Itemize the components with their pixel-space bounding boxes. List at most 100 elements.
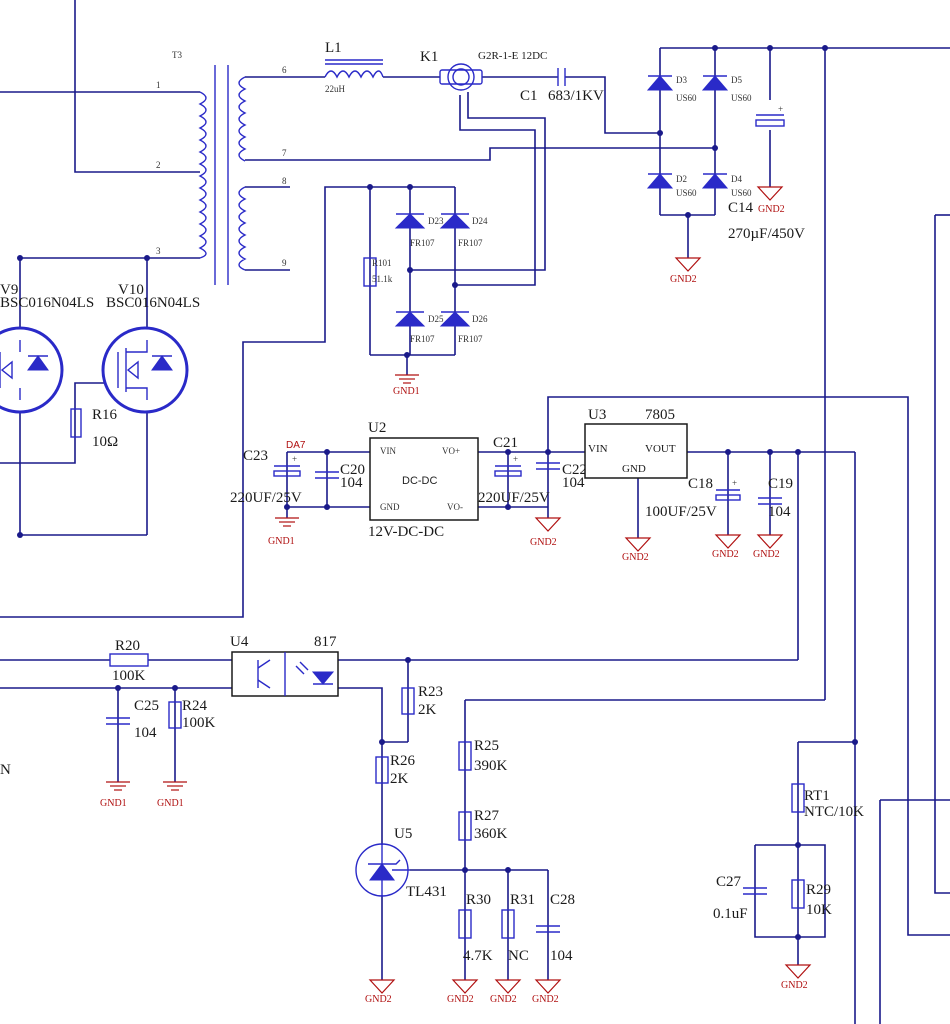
- r31-ref: R31: [510, 892, 535, 908]
- svg-text:GND2: GND2: [781, 980, 808, 991]
- transformer-t3: T3 1 2 3 6 7 8 9: [156, 50, 287, 285]
- gnd2-c19: GND2: [753, 534, 784, 560]
- c28-value: 104: [550, 948, 573, 964]
- d23-value: FR107: [410, 238, 435, 248]
- rt1-value: NTC/10K: [804, 804, 864, 820]
- pin-3: 3: [156, 246, 161, 256]
- u3-ref: U3: [588, 407, 606, 423]
- c28-ref: C28: [550, 892, 575, 908]
- mosfet-v9: V9 BSC016N04LS: [0, 282, 94, 414]
- shunt-regulator-u5: U5 TL431: [355, 826, 447, 900]
- u5-ref: U5: [394, 826, 412, 842]
- r24-value: 100K: [182, 715, 216, 731]
- svg-text:+: +: [513, 454, 518, 464]
- u2-ref: U2: [368, 420, 386, 436]
- d3-ref: D3: [676, 75, 687, 85]
- capacitor-c27: C27 0.1uF: [713, 874, 767, 922]
- da7-label: DA7: [286, 440, 306, 451]
- svg-text:GND1: GND1: [393, 386, 420, 397]
- resistor-r26: R26 2K: [375, 753, 416, 787]
- r23-value: 2K: [418, 702, 437, 718]
- c18-ref: C18: [688, 476, 713, 492]
- r30-value: 4.7K: [463, 948, 493, 964]
- ic-u2: U2 DC-DC VIN VO+ GND VO- 12V-DC-DC: [368, 420, 479, 540]
- rt1-ref: RT1: [804, 788, 830, 804]
- capacitor-c19: C19 104: [758, 476, 793, 520]
- c27-value: 0.1uF: [713, 906, 748, 922]
- v9-ref: V9: [0, 282, 18, 298]
- transformer-ref: T3: [172, 50, 182, 60]
- u2-vo-pos: VO+: [442, 446, 460, 456]
- gnd2-r31: GND2: [490, 979, 522, 1005]
- svg-text:GND2: GND2: [490, 994, 517, 1005]
- u4-ref: U4: [230, 634, 249, 650]
- u3-part: 7805: [645, 407, 675, 423]
- resistor-r25: R25 390K: [458, 738, 508, 774]
- svg-text:GND2: GND2: [670, 274, 697, 285]
- c25-value: 104: [134, 725, 157, 741]
- c14-value: 270µF/450V: [728, 226, 805, 242]
- resistor-r29: R29 10K: [791, 879, 832, 918]
- k1-ref: K1: [420, 49, 438, 65]
- capacitor-c25: C25 104: [106, 698, 159, 741]
- pin-9: 9: [282, 258, 287, 268]
- r16-value: 10Ω: [92, 434, 118, 450]
- c27-ref: C27: [716, 874, 742, 890]
- k1-part: G2R-1-E 12DC: [478, 50, 547, 62]
- gnd2-u5: GND2: [365, 979, 396, 1005]
- junctions: [17, 45, 858, 940]
- u5-part: TL431: [406, 884, 447, 900]
- svg-text:GND2: GND2: [530, 537, 557, 548]
- capacitor-c28: C28 104: [536, 892, 575, 964]
- r29-value: 10K: [806, 902, 832, 918]
- gnd2-r29: GND2: [781, 964, 812, 991]
- c1-value: 683/1KV: [548, 88, 604, 104]
- svg-text:GND2: GND2: [532, 994, 559, 1005]
- capacitor-c23: + C23 220UF/25V: [230, 448, 302, 506]
- r23-ref: R23: [418, 684, 443, 700]
- svg-text:GND1: GND1: [268, 536, 295, 547]
- svg-text:+: +: [778, 104, 783, 114]
- stray-n-label: N: [0, 762, 11, 778]
- r27-ref: R27: [474, 808, 500, 824]
- u2-part: 12V-DC-DC: [368, 524, 444, 540]
- r30-ref: R30: [466, 892, 491, 908]
- bridge-rectifier: D3 US60 D5 US60 D2 US60 D4 US60: [646, 75, 752, 198]
- pin-2: 2: [156, 160, 161, 170]
- r101-ref: R101: [372, 258, 392, 268]
- u4-part: 817: [314, 634, 337, 650]
- c1-ref: C1: [520, 88, 538, 104]
- d25-ref: D25: [428, 314, 444, 324]
- gnd2-c28: GND2: [532, 979, 562, 1005]
- d25-value: FR107: [410, 334, 435, 344]
- resistor-r101: R101 51.1k: [363, 257, 393, 287]
- svg-text:GND2: GND2: [758, 204, 785, 215]
- pin-1: 1: [156, 80, 161, 90]
- c19-value: 104: [768, 504, 791, 520]
- d24-ref: D24: [472, 216, 488, 226]
- aux-diodes: D23 FR107 D24 FR107 D25 FR107 D26 FR107: [394, 213, 488, 344]
- c23-ref: C23: [243, 448, 268, 464]
- capacitor-c21: + C21 220UF/25V: [478, 435, 550, 506]
- svg-text:+: +: [732, 478, 737, 488]
- resistor-r27: R27 360K: [458, 808, 508, 842]
- l1-value: 22uH: [325, 84, 346, 94]
- capacitor-c1: C1 683/1KV: [520, 68, 604, 104]
- u3-vout: VOUT: [645, 443, 676, 455]
- d5-value: US60: [731, 93, 752, 103]
- relay-k1: K1 G2R-1-E 12DC: [420, 49, 547, 91]
- c18-value: 100UF/25V: [645, 504, 717, 520]
- svg-text:GND1: GND1: [100, 798, 127, 809]
- pin-8: 8: [282, 176, 287, 186]
- gnd2-c18: GND2: [712, 534, 742, 560]
- u3-gnd: GND: [622, 463, 646, 475]
- svg-text:GND2: GND2: [753, 549, 780, 560]
- d23-ref: D23: [428, 216, 444, 226]
- r25-ref: R25: [474, 738, 499, 754]
- v9-part: BSC016N04LS: [0, 295, 94, 311]
- r26-value: 2K: [390, 771, 409, 787]
- r24-ref: R24: [182, 698, 208, 714]
- c20-value: 104: [340, 475, 363, 491]
